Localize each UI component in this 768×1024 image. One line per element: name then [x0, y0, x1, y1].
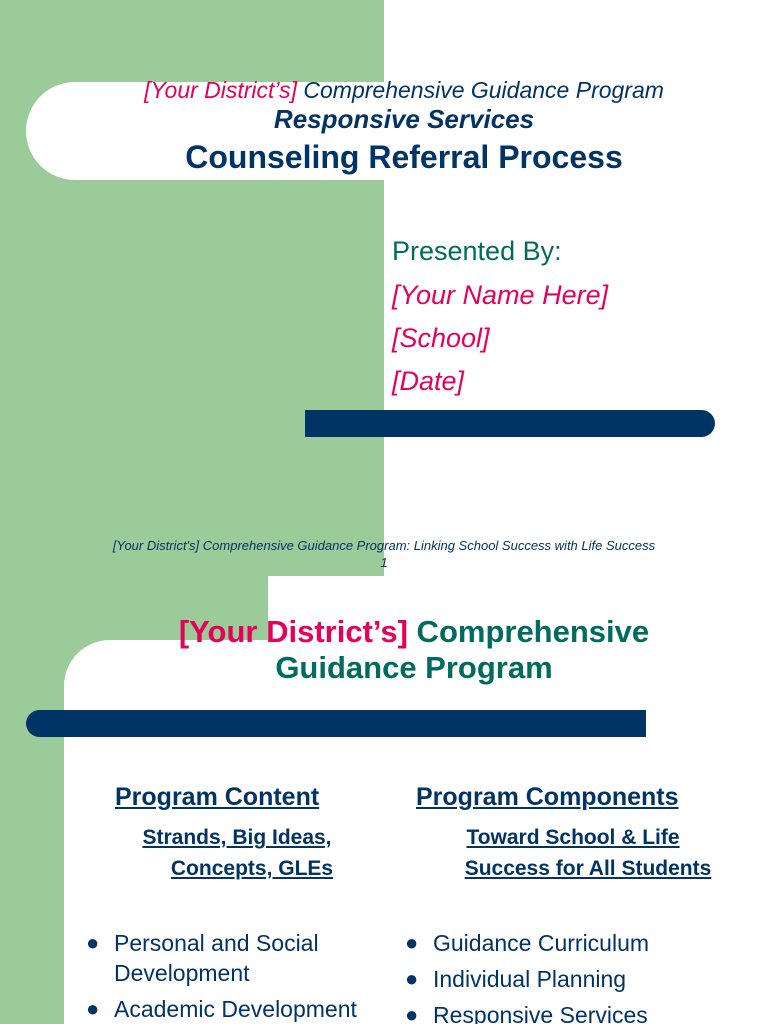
title-part-1: Comprehensive — [407, 614, 650, 649]
page-number: 1 — [380, 555, 388, 570]
list-item: ●Responsive Services — [405, 1000, 735, 1024]
footer-text: [Your District's] Comprehensive Guidance… — [112, 538, 656, 553]
program-content-subheading-1: Strands, Big Ideas, — [142, 826, 332, 849]
presenter-date: [Date] — [392, 366, 465, 396]
presenter-name: [Your Name Here] — [392, 280, 609, 310]
presenter-school: [School] — [392, 323, 490, 353]
slide-footer: [Your District's] Comprehensive Guidance… — [0, 537, 768, 571]
program-content-heading: Program Content — [115, 783, 320, 811]
list-item: ●Academic Development — [86, 996, 357, 1022]
program-components-subheading-1: Toward School & Life — [466, 826, 680, 849]
title-part-2: Guidance Program — [275, 650, 553, 685]
navy-bar — [305, 410, 715, 437]
list-item: ●Guidance Curriculum — [405, 930, 650, 956]
program-content-list: ●Personal and Social Development ●Academ… — [86, 928, 386, 1024]
program-components-heading: Program Components — [416, 783, 679, 811]
program-content-subheading-2: Concepts, GLEs — [170, 857, 334, 880]
presented-by-label: Presented By: — [392, 236, 562, 266]
navy-bar — [26, 710, 646, 737]
program-name: Comprehensive Guidance Program — [297, 77, 664, 103]
slide-title: [Your District’s] Comprehensive Guidance… — [60, 614, 768, 686]
bullet-icon: ● — [86, 930, 100, 955]
bullet-icon: ● — [405, 1002, 419, 1024]
list-item: ●Individual Planning — [405, 966, 627, 992]
bullet-icon: ● — [405, 966, 419, 991]
program-components-subheading-2: Success for All Students — [464, 857, 712, 880]
slide-1: [Your District’s] Comprehensive Guidance… — [0, 0, 768, 576]
district-placeholder: [Your District’s] — [144, 77, 298, 103]
page-title: Counseling Referral Process — [185, 139, 623, 175]
title-banner — [26, 82, 768, 180]
bullet-icon: ● — [405, 930, 419, 955]
list-item: ●Personal and Social Development — [86, 930, 319, 986]
program-components-list: ●Guidance Curriculum ●Individual Plannin… — [405, 928, 735, 1024]
slide-2: [Your District’s] Comprehensive Guidance… — [0, 576, 768, 1024]
bullet-icon: ● — [86, 996, 100, 1021]
title-line-2: Responsive Services — [273, 104, 535, 134]
district-placeholder: [Your District’s] — [178, 614, 408, 649]
content-panel — [64, 640, 768, 1024]
title-line-1: [Your District’s] Comprehensive Guidance… — [0, 77, 768, 104]
